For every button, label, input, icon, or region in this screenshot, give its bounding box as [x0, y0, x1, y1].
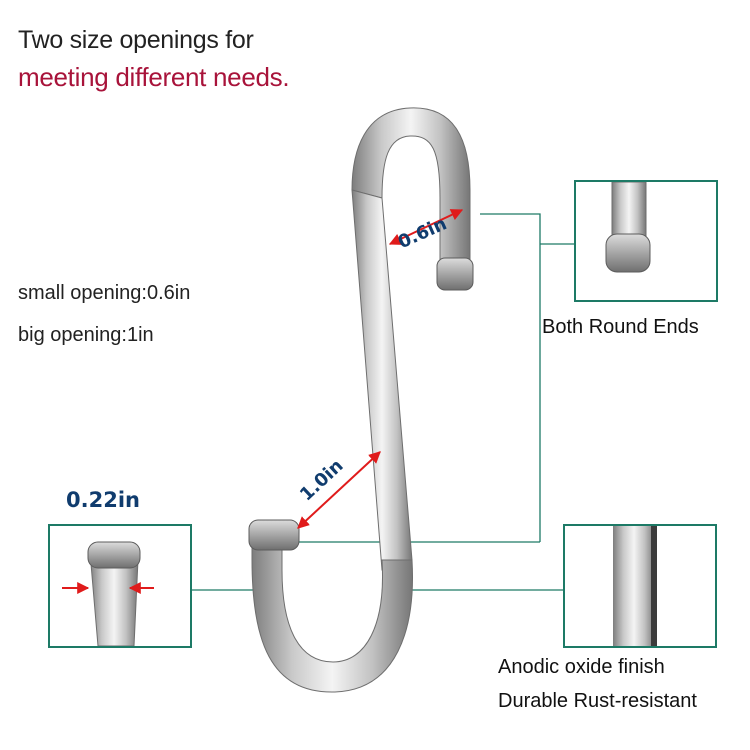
- dimension-thickness-label: 0.22in: [66, 488, 140, 512]
- round-ends-caption: Both Round Ends: [542, 316, 699, 338]
- big-opening-spec: big opening:1in: [18, 324, 154, 346]
- finish-closeup: [613, 526, 657, 646]
- upper-hook-tip: [436, 257, 474, 291]
- headline-line1: Two size openings for: [18, 26, 254, 54]
- arrow-small-opening: [388, 209, 464, 245]
- round-ends-detail-box: [574, 180, 718, 302]
- round-end-closeup: [605, 182, 651, 273]
- headline-line2: meeting different needs.: [18, 62, 290, 92]
- lower-hook-tip: [248, 519, 300, 551]
- hook-lower-curl: [251, 534, 413, 693]
- finish-caption-line1: Anodic oxide finish: [498, 656, 665, 678]
- thickness-detail-box: [48, 524, 192, 648]
- small-opening-spec: small opening:0.6in: [18, 282, 191, 304]
- finish-detail-box: [563, 524, 717, 648]
- arrow-large-opening: [297, 451, 381, 529]
- finish-caption-line2: Durable Rust-resistant: [498, 690, 697, 712]
- thickness-closeup: [62, 541, 154, 646]
- connector-lines: [190, 213, 575, 591]
